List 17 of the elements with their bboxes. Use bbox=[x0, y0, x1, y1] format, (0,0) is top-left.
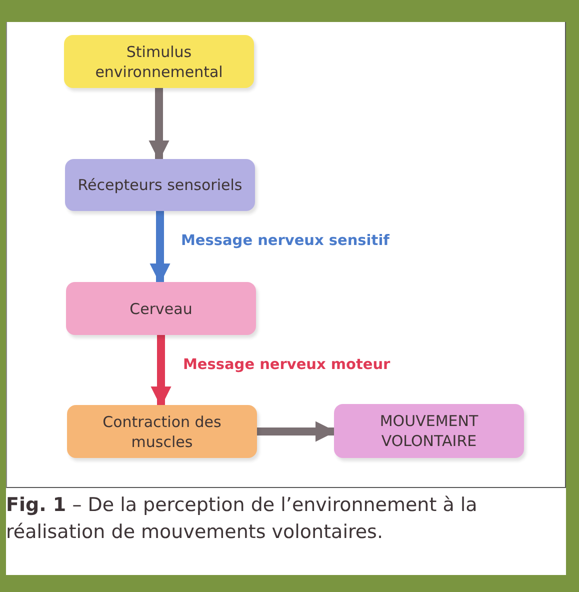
arrow bbox=[257, 421, 336, 442]
process-box bbox=[67, 405, 257, 458]
process-box bbox=[64, 35, 254, 88]
box-label: Stimulus environnemental bbox=[94, 42, 224, 82]
arrow bbox=[150, 211, 170, 284]
process-box bbox=[334, 404, 524, 458]
box-label: MOUVEMENT VOLONTAIRE bbox=[378, 411, 480, 451]
edge-label: Message nerveux sensitif bbox=[179, 233, 392, 249]
box-label: Récepteurs sensoriels bbox=[78, 175, 242, 195]
process-box bbox=[66, 282, 256, 335]
arrow bbox=[148, 88, 170, 162]
arrow bbox=[150, 335, 172, 408]
edge-label: Message nerveux moteur bbox=[181, 357, 392, 373]
process-box bbox=[65, 159, 255, 211]
box-label: Contraction des muscles bbox=[102, 412, 222, 452]
box-label: Cerveau bbox=[130, 298, 192, 318]
figure-caption: Fig. 1 – De la perception de l’environnement à la réalisation de mouvements volontaires. bbox=[6, 493, 478, 545]
